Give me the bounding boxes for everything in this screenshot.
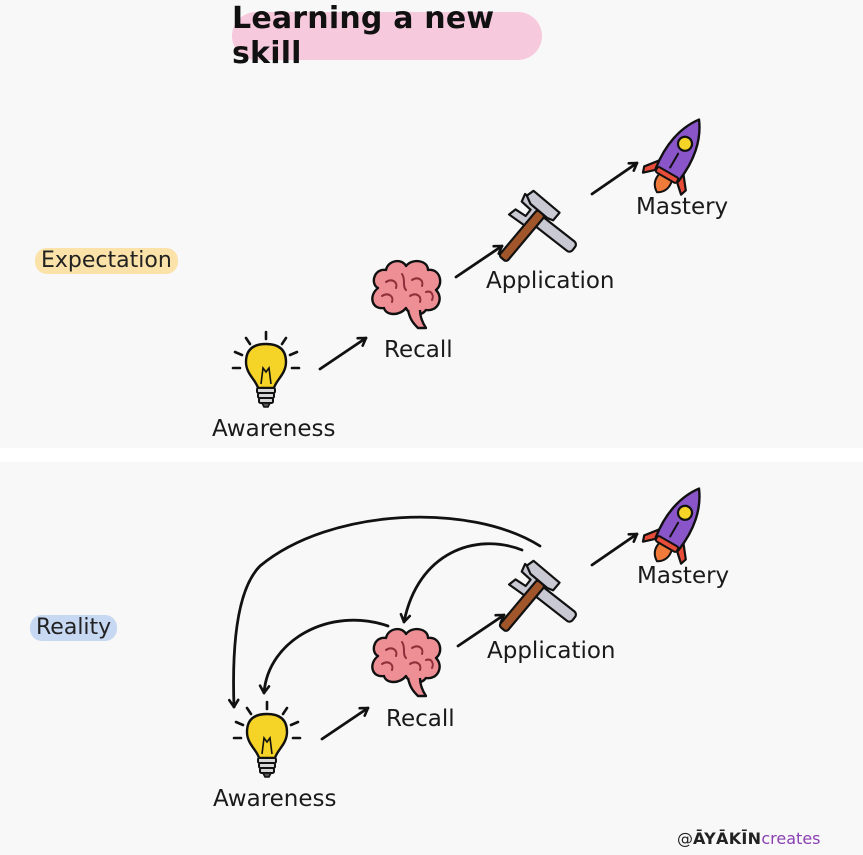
brain-icon [371, 259, 442, 330]
arrow-application-to-mastery [590, 532, 639, 567]
stage-label-application: Application [486, 268, 615, 294]
author-credit: @ĀYĀKĪNcreates [677, 829, 821, 848]
lightbulb-icon [231, 330, 301, 409]
hammer-wrench-icon [484, 188, 583, 269]
stage-label-application: Application [487, 638, 616, 664]
reality-label: Reality [30, 615, 118, 641]
stage-label-recall: Recall [386, 706, 455, 732]
rocket-icon [635, 475, 721, 575]
loop-application-to-recall [399, 542, 524, 624]
hammer-wrench-icon [484, 558, 583, 639]
brain-icon [371, 627, 442, 698]
arrow-awareness-to-recall [320, 706, 370, 741]
arrow-application-to-mastery [590, 161, 639, 196]
arrow-recall-to-application [456, 613, 506, 648]
loop-application-to-awareness [227, 515, 542, 709]
credit-suffix: creates [761, 829, 821, 848]
credit-brand: ĀYĀKĪN [693, 829, 762, 848]
loop-recall-to-awareness [258, 618, 390, 695]
stage-label-awareness: Awareness [212, 416, 336, 442]
expectation-label: Expectation [35, 248, 178, 274]
rocket-icon [635, 106, 721, 206]
stage-label-mastery: Mastery [637, 563, 730, 589]
arrow-recall-to-application [454, 244, 504, 279]
arrow-awareness-to-recall [318, 336, 368, 371]
page-title: Learning a new skill [232, 1, 542, 71]
expectation-panel [0, 0, 863, 448]
credit-prefix: @ [677, 829, 693, 848]
lightbulb-icon [232, 700, 302, 779]
stage-label-awareness: Awareness [213, 786, 337, 812]
stage-label-mastery: Mastery [636, 194, 729, 220]
stage-label-recall: Recall [384, 337, 453, 363]
